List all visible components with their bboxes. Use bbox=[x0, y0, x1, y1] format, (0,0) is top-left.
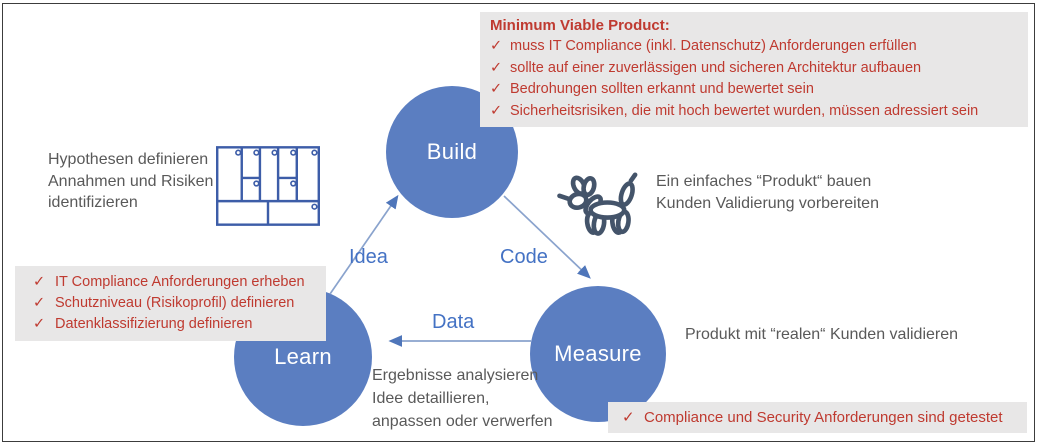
note-item: ✓ Compliance und Security Anforderungen … bbox=[620, 407, 1019, 428]
note-item: ✓ Bedrohungen sollten erkannt und bewert… bbox=[488, 79, 1020, 101]
check-icon: ✓ bbox=[490, 59, 503, 76]
check-icon: ✓ bbox=[490, 81, 503, 97]
mvp-note-box: Minimum Viable Product: ✓ muss IT Compli… bbox=[480, 12, 1028, 127]
note-item: ✓ IT Compliance Anforderungen erheben bbox=[31, 272, 318, 293]
note-item: ✓ Sicherheitsrisiken, die mit hoch bewer… bbox=[488, 101, 1020, 123]
note-item: ✓ Datenklassifizierung definieren bbox=[31, 314, 318, 335]
mvp-box-title: Minimum Viable Product: bbox=[490, 17, 670, 34]
note-line: identifizieren bbox=[48, 194, 138, 211]
note-line: Annahmen und Risiken bbox=[48, 172, 214, 190]
note-item-text: Compliance und Security Anforderungen si… bbox=[644, 409, 1003, 426]
note-item: ✓ muss IT Compliance (inkl. Datenschutz)… bbox=[488, 36, 1020, 58]
idea-edge-label: Idea bbox=[349, 246, 388, 268]
learn-note-box: ✓ IT Compliance Anforderungen erheben ✓ … bbox=[15, 266, 326, 341]
check-icon: ✓ bbox=[622, 409, 635, 426]
note-line: Hypothesen definieren bbox=[48, 151, 209, 168]
build-circle-label: Build bbox=[426, 139, 478, 164]
note-line: Produkt mit “realen“ Kunden validieren bbox=[685, 326, 959, 343]
note-item-text: Bedrohungen sollten erkannt und bewertet… bbox=[510, 81, 814, 97]
note-item-text: sollte auf einer zuverlässigen und siche… bbox=[510, 59, 922, 76]
note-item-text: Sicherheitsrisiken, die mit hoch bewerte… bbox=[510, 102, 979, 119]
measure-note-box: ✓ Compliance und Security Anforderungen … bbox=[608, 402, 1027, 433]
note-item-text: Schutzniveau (Risikoprofil) definieren bbox=[55, 295, 295, 311]
data-edge-label: Data bbox=[432, 311, 475, 333]
note-item: ✓ sollte auf einer zuverlässigen und sic… bbox=[488, 58, 1020, 80]
measure-circle: Measure bbox=[530, 286, 666, 422]
note-line: Ein einfaches “Produkt“ bauen bbox=[656, 173, 872, 190]
check-icon: ✓ bbox=[490, 102, 503, 119]
note-line: Kunden Validierung vorbereiten bbox=[656, 195, 879, 212]
check-icon: ✓ bbox=[33, 295, 46, 311]
learn-note: Ergebnisse analysieren Idee detaillieren… bbox=[372, 364, 553, 433]
note-line: Idee detaillieren, bbox=[372, 390, 490, 407]
balloon-dog-icon bbox=[557, 172, 638, 236]
code-edge-label: Code bbox=[500, 246, 548, 268]
measure-circle-label: Measure bbox=[554, 341, 642, 366]
check-icon: ✓ bbox=[33, 274, 46, 290]
note-item: ✓ Schutzniveau (Risikoprofil) definieren bbox=[31, 293, 318, 314]
learn-circle-label: Learn bbox=[274, 344, 332, 369]
note-item-text: muss IT Compliance (inkl. Datenschutz) A… bbox=[510, 38, 917, 54]
measure-note: Produkt mit “realen“ Kunden validieren bbox=[685, 324, 958, 346]
note-line: anpassen oder verwerfen bbox=[372, 413, 553, 430]
note-item-text: Datenklassifizierung definieren bbox=[55, 316, 253, 332]
hypotheses-note: Hypothesen definieren Annahmen und Risik… bbox=[48, 149, 213, 214]
note-item-text: IT Compliance Anforderungen erheben bbox=[55, 274, 305, 290]
business-model-canvas-icon bbox=[216, 146, 320, 226]
check-icon: ✓ bbox=[33, 316, 46, 332]
check-icon: ✓ bbox=[490, 38, 503, 54]
note-line: Ergebnisse analysieren bbox=[372, 367, 539, 384]
build-note: Ein einfaches “Produkt“ bauen Kunden Val… bbox=[656, 171, 879, 215]
